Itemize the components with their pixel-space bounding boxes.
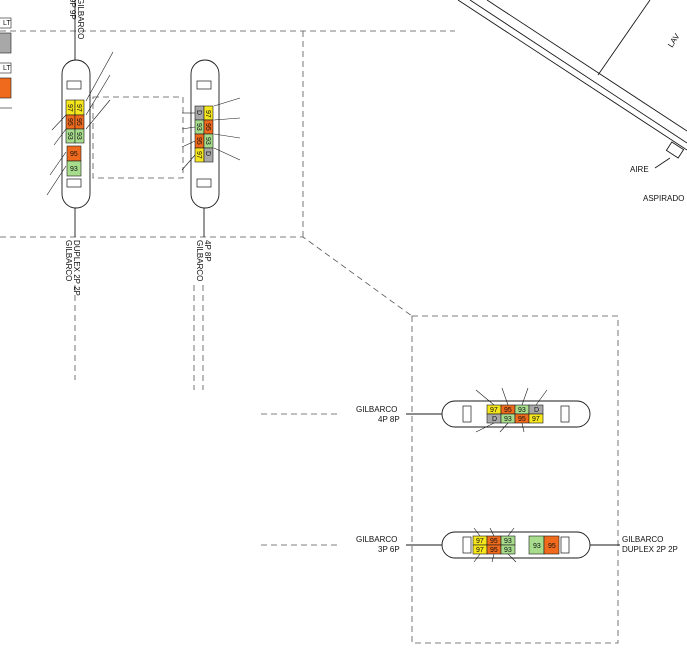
nozzle-label: D <box>492 416 497 423</box>
island-4 <box>406 527 620 563</box>
nozzle-label: 97 <box>532 416 540 423</box>
island-1-pump-name: GILBARCO <box>76 0 85 39</box>
nozzle-label: 95 <box>75 118 82 126</box>
building-label: LAV <box>666 31 682 49</box>
island-4-duplex-model: DUPLEX 2P 2P <box>622 545 678 554</box>
island-2-pump-model: 4P 8P <box>203 240 212 262</box>
island-1-nozzle-93 <box>65 128 85 144</box>
nozzle-label: 95 <box>66 118 73 126</box>
island-4-duplex-name: GILBARCO <box>622 535 663 544</box>
island-1-bottom-model: DUPLEX 2P 2P <box>72 240 81 296</box>
island-3-pump-model: 4P 8P <box>378 415 400 424</box>
island-2-nozzles <box>194 105 214 163</box>
legend-swatch-orange <box>0 77 12 99</box>
nozzle-label: 95 <box>195 137 202 145</box>
island-1-end-cap-top <box>66 80 82 90</box>
nozzle-label: 97 <box>490 407 498 414</box>
aire-leader <box>654 157 671 169</box>
island-4-duplex-95 <box>543 535 560 555</box>
island-1-pump-model: 9P 9P <box>68 0 77 20</box>
legend-swatches <box>0 17 12 109</box>
island-1-bottom-name: GILBARCO <box>64 240 73 281</box>
island-3-end-cap-left <box>462 405 472 423</box>
nozzle-label: 95 <box>518 416 526 423</box>
aire-unit <box>665 141 685 159</box>
nozzle-label: 95 <box>204 123 211 131</box>
island-4-end-cap-left <box>462 536 472 554</box>
nozzle-label: 93 <box>533 543 541 550</box>
nozzle-label: 93 <box>504 547 512 554</box>
nozzle-label: 95 <box>70 151 78 158</box>
nozzle-label: 93 <box>504 416 512 423</box>
canopy-outline <box>92 96 184 179</box>
aspirado-label: ASPIRADO <box>643 194 684 203</box>
nozzle-label: 95 <box>490 538 498 545</box>
island-1-end-cap-bottom <box>66 178 82 188</box>
nozzle-label: 97 <box>476 538 484 545</box>
island-2-pump-name: GILBARCO <box>195 240 204 281</box>
island-1-duplex-93 <box>66 160 82 177</box>
nozzle-label: 93 <box>70 166 78 173</box>
nozzle-label: D <box>204 151 211 156</box>
island-2-end-cap-bottom <box>196 178 212 188</box>
nozzle-label: 93 <box>66 132 73 140</box>
island-4-pump-name: GILBARCO <box>356 535 397 544</box>
nozzle-label: 95 <box>548 543 556 550</box>
island-4-end-cap-right <box>560 536 570 554</box>
island-3-pump-name: GILBARCO <box>356 405 397 414</box>
nozzle-label: 93 <box>195 123 202 131</box>
nozzle-label: 95 <box>504 407 512 414</box>
nozzle-label: 97 <box>75 104 82 112</box>
legend-lt-mid: LT <box>3 65 11 72</box>
island-3 <box>406 387 591 433</box>
legend-swatch-grey <box>0 32 12 54</box>
nozzle-label: 93 <box>75 132 82 140</box>
nozzle-label: 95 <box>490 547 498 554</box>
nozzle-label: 93 <box>504 538 512 545</box>
nozzle-label: 97 <box>204 110 211 118</box>
island-2-end-cap-top <box>196 80 212 90</box>
island-zone-bottom-edge <box>0 236 413 317</box>
nozzle-label: 97 <box>476 547 484 554</box>
nozzle-label: 97 <box>195 151 202 159</box>
building-top-right <box>457 0 687 169</box>
aire-label: AIRE <box>630 165 649 174</box>
nozzle-label: D <box>195 110 202 115</box>
island-3-end-cap-right <box>560 405 570 423</box>
legend-lt-top: LT <box>3 20 11 27</box>
dashed-outlines <box>0 30 619 644</box>
nozzle-label: 93 <box>204 137 211 145</box>
nozzle-label: 93 <box>518 407 526 414</box>
nozzle-label: 97 <box>66 104 73 112</box>
nozzle-label: D <box>534 407 539 414</box>
island-4-pump-model: 3P 6P <box>378 545 400 554</box>
lower-island-zone <box>411 315 619 644</box>
